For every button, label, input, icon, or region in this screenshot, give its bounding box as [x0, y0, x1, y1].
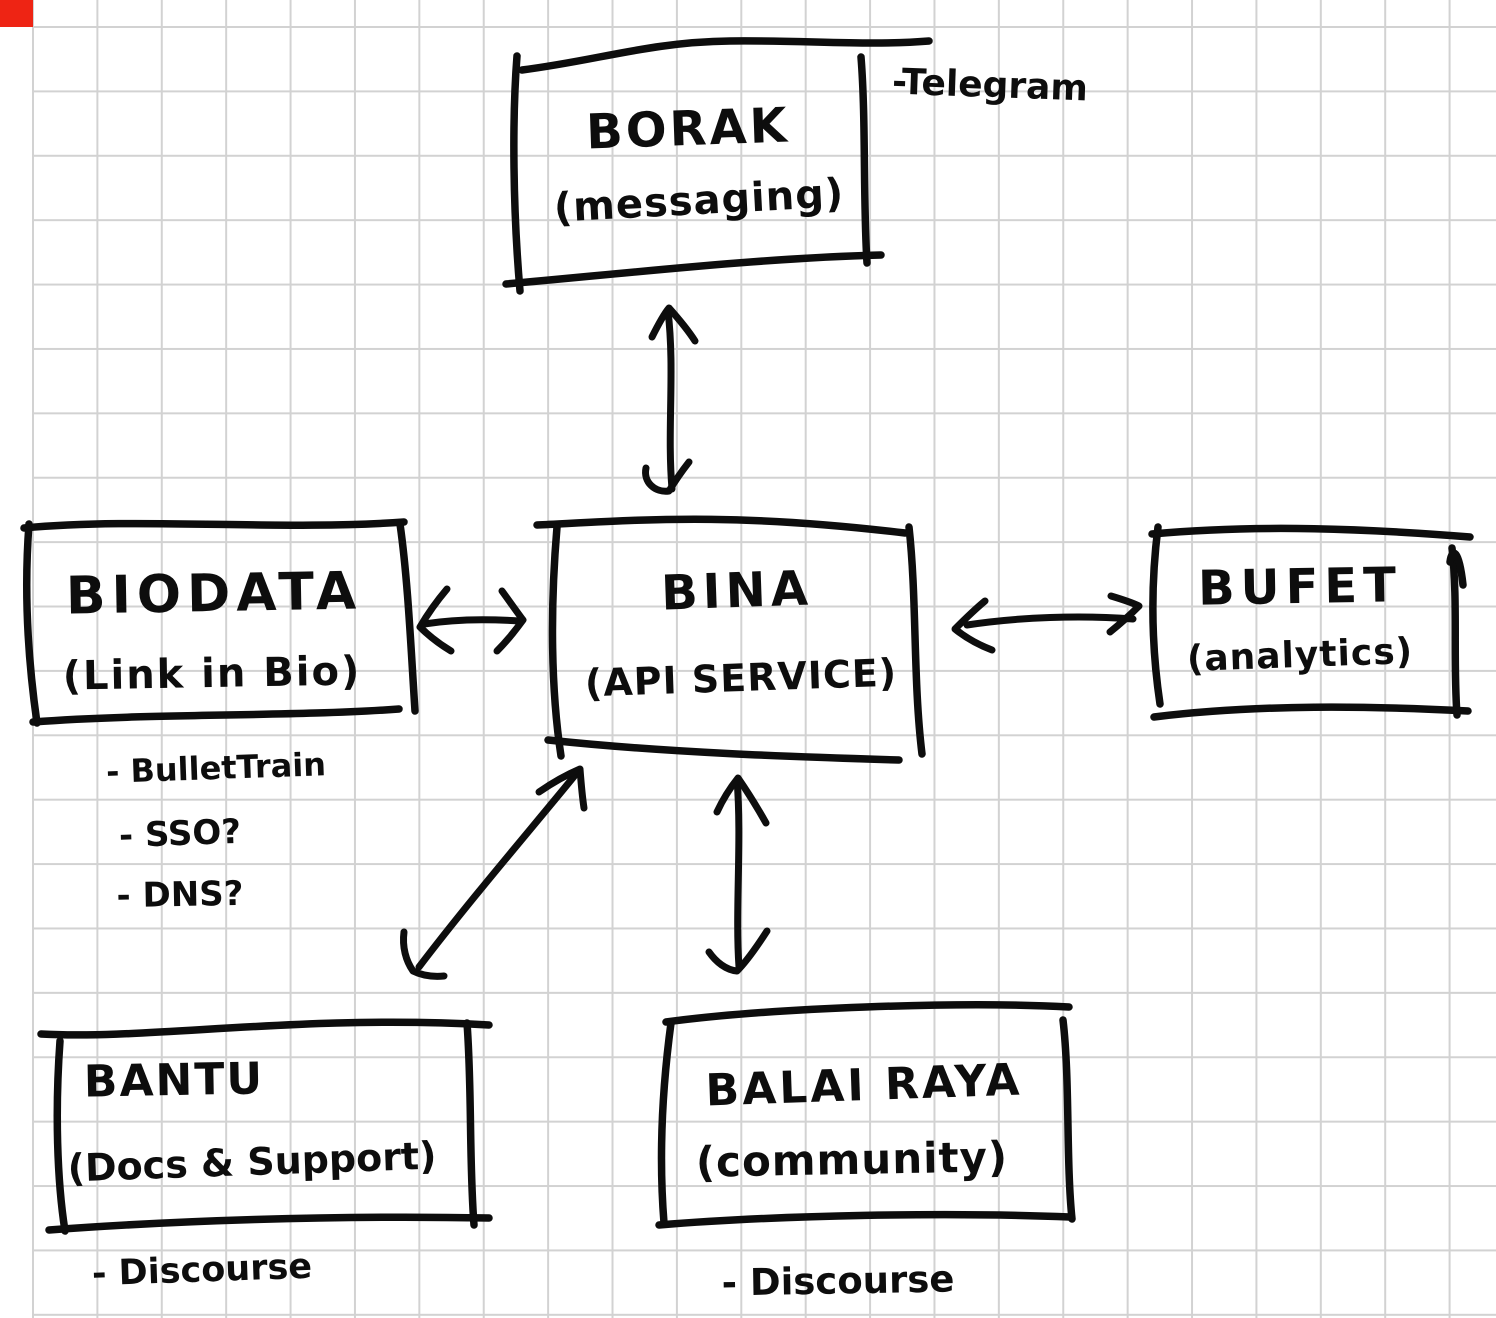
borak-title-label: BORAK — [585, 97, 791, 161]
node-biodata-box — [20, 518, 419, 727]
edge-bina-borak-arrow — [642, 304, 699, 495]
bina-title-label: BINA — [660, 560, 814, 622]
edge-bina-balai-raya-arrow — [705, 774, 771, 975]
bina-subtitle-label: (API SERVICE) — [584, 650, 898, 706]
grid-paper-background — [32, 0, 1496, 1318]
bantu-title-label: BANTU — [83, 1053, 265, 1108]
edge-biodata-bina-arrow — [416, 585, 527, 655]
node-bufet-box — [1148, 523, 1474, 721]
biodata-title-label: BIODATA — [65, 561, 363, 627]
biodata-note-bullettrain-label: - BulletTrain — [105, 745, 327, 791]
bufet-subtitle-label: (analytics) — [1186, 631, 1414, 680]
edge-bina-bufet-arrow — [951, 592, 1143, 654]
node-bina-box — [533, 515, 926, 764]
balai-raya-subtitle-label: (community) — [695, 1132, 1009, 1187]
biodata-note-sso-label: - SSO? — [118, 811, 242, 857]
bufet-title-label: BUFET — [1197, 557, 1403, 617]
red-corner-marker — [0, 0, 33, 27]
edge-bina-bantu-arrow — [400, 765, 588, 980]
balai-raya-title-label: BALAI RAYA — [704, 1054, 1024, 1117]
node-borak-box — [502, 37, 933, 295]
borak-note-telegram-label: -Telegram — [891, 61, 1089, 110]
balai-raya-note-discourse-label: - Discourse — [721, 1257, 955, 1305]
biodata-subtitle-label: (Link in Bio) — [62, 648, 362, 700]
bantu-note-discourse-label: - Discourse — [91, 1246, 313, 1295]
biodata-note-dns-label: - DNS? — [116, 873, 244, 917]
node-bantu-box — [37, 1018, 493, 1235]
node-balai-raya-box — [655, 1001, 1076, 1229]
